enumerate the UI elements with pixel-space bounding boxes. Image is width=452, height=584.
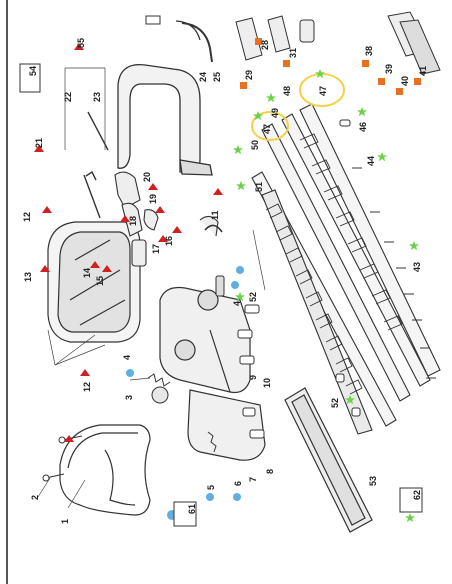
part-label-6: 6 <box>233 481 243 486</box>
legend-61-text: 61 <box>187 504 197 514</box>
part-label-21: 21 <box>34 138 44 148</box>
switch-parts <box>114 171 219 267</box>
part-label-25: 25 <box>212 72 222 82</box>
part-label-8: 8 <box>265 469 275 474</box>
part-label-44: 44 <box>366 156 376 166</box>
part-label-9: 9 <box>248 375 258 380</box>
legend-box-54: 54 <box>19 63 41 93</box>
part-label-18: 18 <box>128 216 138 226</box>
part-label-55: 55 <box>76 38 86 48</box>
part-label-51: 51 <box>254 182 264 192</box>
legend-box-62: 62 <box>399 487 423 513</box>
part-label-12a: 12 <box>22 212 32 222</box>
part-label-3: 3 <box>124 395 134 400</box>
part-label-48: 48 <box>282 86 292 96</box>
part-label-46: 46 <box>358 122 368 132</box>
part-label-47a: 47 <box>318 86 328 96</box>
spring-bolt-set <box>147 275 265 453</box>
part-label-29: 29 <box>244 70 254 80</box>
left-border-line <box>6 0 8 584</box>
part-label-4b: 4 <box>232 301 242 306</box>
legend-54-text: 54 <box>28 66 38 76</box>
screw-set-left <box>42 435 83 482</box>
part-label-4a: 4 <box>122 355 132 360</box>
top-bow-handle <box>117 20 213 176</box>
part-label-20: 20 <box>142 172 152 182</box>
part-label-41: 41 <box>418 66 428 76</box>
legend-box-61: 61 <box>173 501 197 527</box>
part-label-39: 39 <box>384 64 394 74</box>
part-label-40: 40 <box>400 76 410 86</box>
motor-gear-housing <box>159 286 266 461</box>
gearbox-parts-top-right <box>145 11 441 75</box>
part-label-15: 15 <box>95 276 105 286</box>
part-label-17: 17 <box>151 244 161 254</box>
part-label-12b: 12 <box>82 382 92 392</box>
blade-guard <box>284 387 373 533</box>
part-label-16: 16 <box>164 236 174 246</box>
part-label-2: 2 <box>30 495 40 500</box>
part-label-49: 49 <box>270 108 280 118</box>
part-label-53: 53 <box>368 476 378 486</box>
part-label-5: 5 <box>206 485 216 490</box>
legend-62-text: 62 <box>412 490 422 500</box>
leader-lines <box>37 67 266 509</box>
part-label-7: 7 <box>248 477 258 482</box>
blade-assembly <box>251 103 441 435</box>
part-label-13: 13 <box>23 272 33 282</box>
part-label-43: 43 <box>412 262 422 272</box>
part-label-23: 23 <box>92 92 102 102</box>
part-label-31: 31 <box>288 48 298 58</box>
part-number-labels: 1 2 3 4 4 5 6 7 8 9 10 11 12 12 13 14 15… <box>22 38 428 524</box>
part-label-28: 28 <box>260 40 270 50</box>
rear-housing <box>47 221 141 343</box>
part-label-47b: 47 <box>262 124 272 134</box>
part-label-38: 38 <box>364 46 374 56</box>
screw-set-right <box>335 119 436 417</box>
rod-parts <box>83 111 109 219</box>
green-star-markers <box>233 69 419 523</box>
part-label-24: 24 <box>198 72 208 82</box>
part-label-19: 19 <box>148 194 158 204</box>
part-label-50: 50 <box>250 140 260 150</box>
part-label-11: 11 <box>210 210 220 220</box>
orange-square-markers <box>240 38 421 95</box>
part-label-22: 22 <box>63 92 73 102</box>
part-label-10: 10 <box>262 378 272 388</box>
part-label-14: 14 <box>82 268 92 278</box>
part-label-52a: 52 <box>248 292 258 302</box>
part-label-52b: 52 <box>330 398 340 408</box>
part-label-1: 1 <box>60 519 70 524</box>
highlight-47-mid <box>251 111 289 141</box>
front-handle <box>59 424 151 516</box>
bracket-clip <box>204 224 223 233</box>
